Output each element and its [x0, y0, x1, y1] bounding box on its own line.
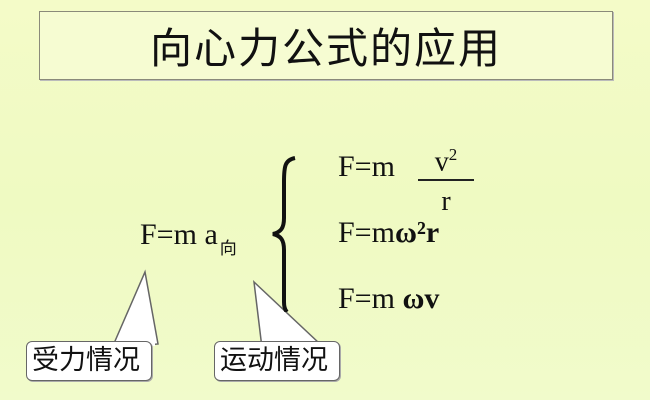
equation-3: F=m ωv [338, 282, 439, 316]
curly-brace-icon [272, 156, 296, 312]
equation-3-term: ωv [402, 282, 440, 315]
fraction-denominator: r [441, 186, 451, 218]
main-equation-subscript: 向 [219, 239, 237, 259]
equation-3-prefix: F=m [338, 282, 403, 315]
equation-2: F=mω²r [338, 216, 439, 250]
fraction-bar [418, 179, 474, 182]
fraction-numerator: v2 [434, 145, 458, 178]
equation-1-prefix: F=m [338, 150, 395, 183]
title-box: 向心力公式的应用 [39, 11, 613, 80]
equation-2-prefix: F=m [338, 216, 395, 249]
equation-1: F=m [338, 150, 395, 184]
callout-motion-condition: 运动情况 [214, 341, 340, 381]
slide-title: 向心力公式的应用 [149, 24, 502, 73]
callout-force-condition: 受力情况 [26, 341, 152, 381]
equation-2-term: ω²r [394, 216, 440, 249]
fraction-v2-over-r: v2 r [418, 140, 474, 217]
main-equation-text: F=m a [140, 218, 218, 251]
